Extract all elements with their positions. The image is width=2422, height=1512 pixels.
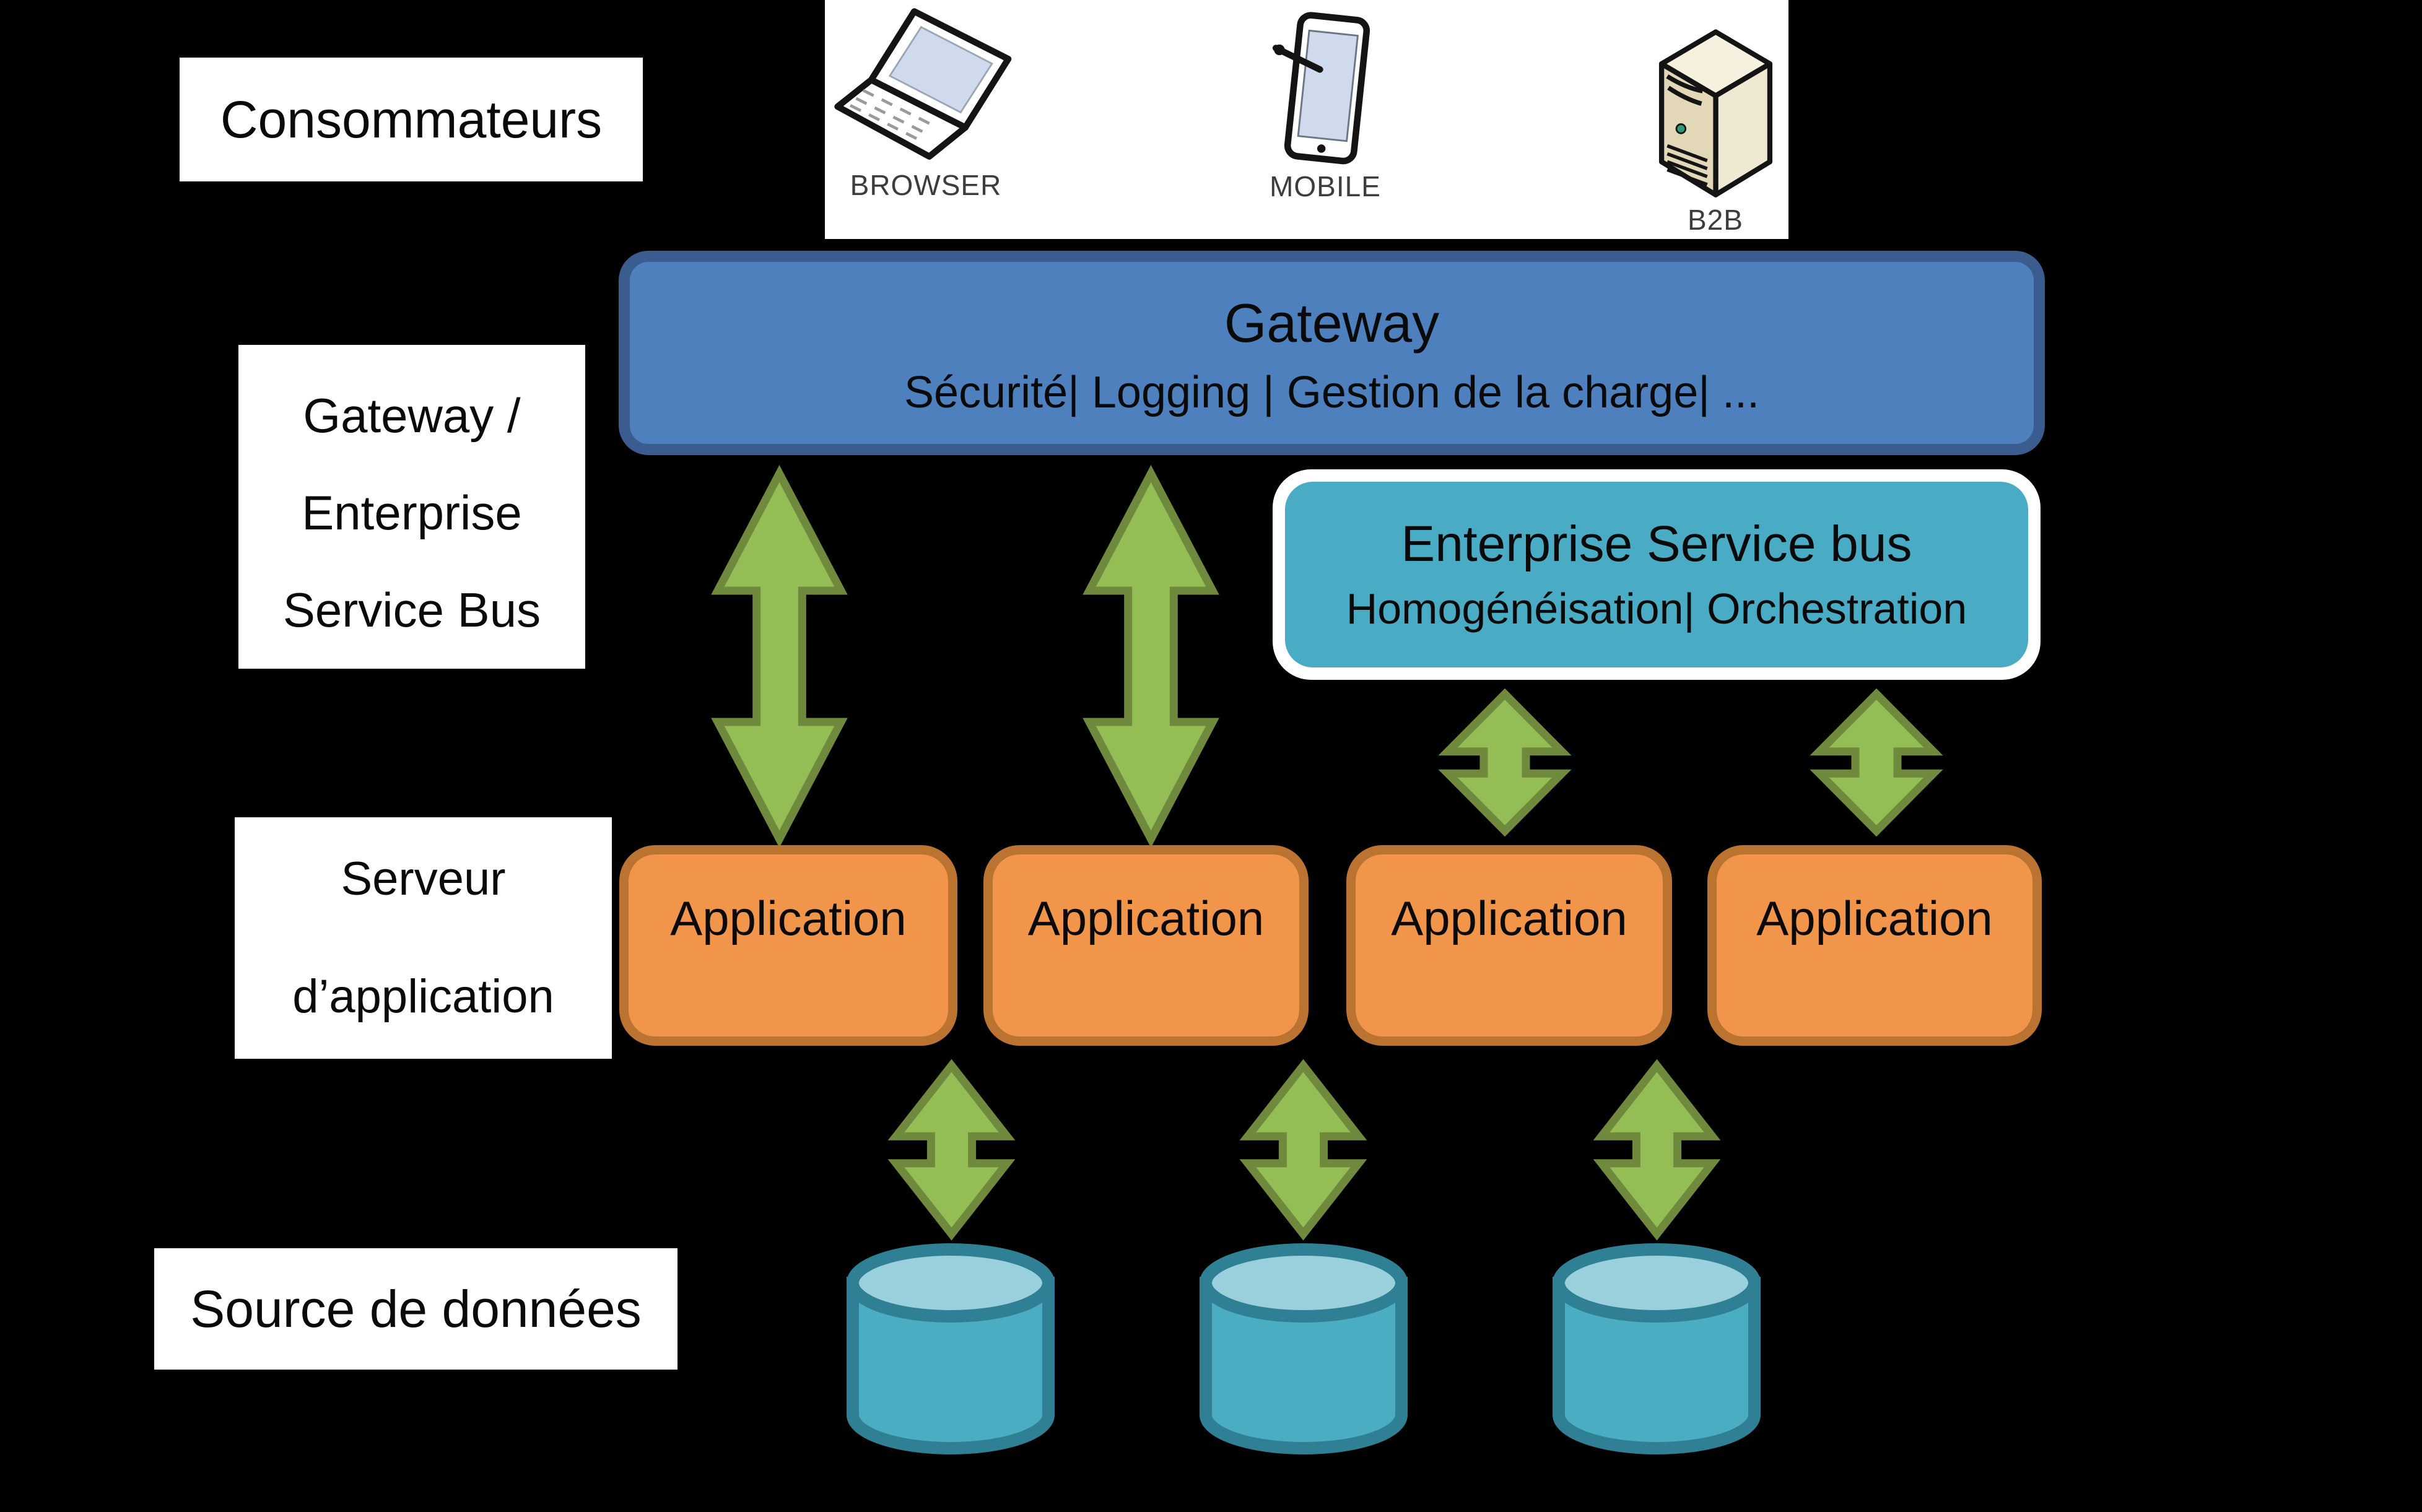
laptop-icon [834, 8, 1012, 160]
double-arrow-gateway-app2 [1082, 465, 1219, 848]
tablet-icon [1273, 12, 1370, 165]
consumers-label-box: Consommateurs [180, 58, 643, 181]
data-source-label: Source de données [190, 1279, 642, 1338]
browser-caption: BROWSER [850, 169, 1002, 201]
application-box-3: Application [1346, 845, 1672, 1046]
gateway-title: Gateway [1224, 292, 1440, 354]
app-server-label-line1: Serveur [341, 853, 506, 905]
double-arrow-app-db2 [1239, 1059, 1367, 1241]
database-cylinder-1 [847, 1243, 1055, 1454]
gateway-esb-label-box: Gateway / Enterprise Service Bus [238, 345, 585, 669]
b2b-caption: B2B [1688, 204, 1743, 236]
application-label-3: Application [1391, 891, 1627, 945]
consumers-label: Consommateurs [220, 90, 603, 149]
gateway-esb-label-line3: Service Bus [282, 583, 541, 637]
gateway-box: Gateway Sécurité| Logging | Gestion de l… [619, 251, 2045, 455]
app-server-label-box: Serveur d’application [235, 817, 612, 1059]
esb-subtitle: Homogénéisation| Orchestration [1346, 584, 1967, 633]
double-arrow-gateway-app1 [711, 465, 848, 848]
database-cylinder-2 [1200, 1243, 1408, 1454]
app-server-label-line2: d’application [292, 970, 554, 1023]
esb-title: Enterprise Service bus [1401, 516, 1912, 572]
gateway-esb-label-line1: Gateway / [303, 388, 521, 443]
application-label-4: Application [1756, 891, 1993, 945]
gateway-subtitle: Sécurité| Logging | Gestion de la charge… [904, 368, 1759, 417]
application-box-2: Application [983, 845, 1309, 1046]
double-arrow-esb-app3 [1438, 688, 1572, 837]
esb-inner-box: Enterprise Service bus Homogénéisation| … [1285, 482, 2028, 667]
database-cylinder-3 [1553, 1243, 1761, 1454]
consumers-icons-panel: BROWSER MOBILE [825, 0, 1788, 239]
esb-box: Enterprise Service bus Homogénéisation| … [1273, 469, 2041, 680]
double-arrow-app-db1 [887, 1059, 1016, 1241]
data-source-label-box: Source de données [154, 1248, 677, 1370]
server-icon [1658, 29, 1772, 198]
mobile-caption: MOBILE [1270, 170, 1381, 202]
gateway-esb-label-line2: Enterprise [302, 485, 522, 540]
application-label-1: Application [670, 891, 907, 945]
application-box-4: Application [1707, 845, 2042, 1046]
mobile-consumer: MOBILE [1251, 11, 1400, 203]
application-label-2: Application [1027, 891, 1265, 945]
b2b-consumer: B2B [1641, 28, 1790, 237]
browser-consumer: BROWSER [830, 5, 1022, 202]
application-box-1: Application [619, 845, 957, 1046]
double-arrow-app-db3 [1593, 1059, 1721, 1241]
double-arrow-esb-app4 [1810, 688, 1943, 837]
